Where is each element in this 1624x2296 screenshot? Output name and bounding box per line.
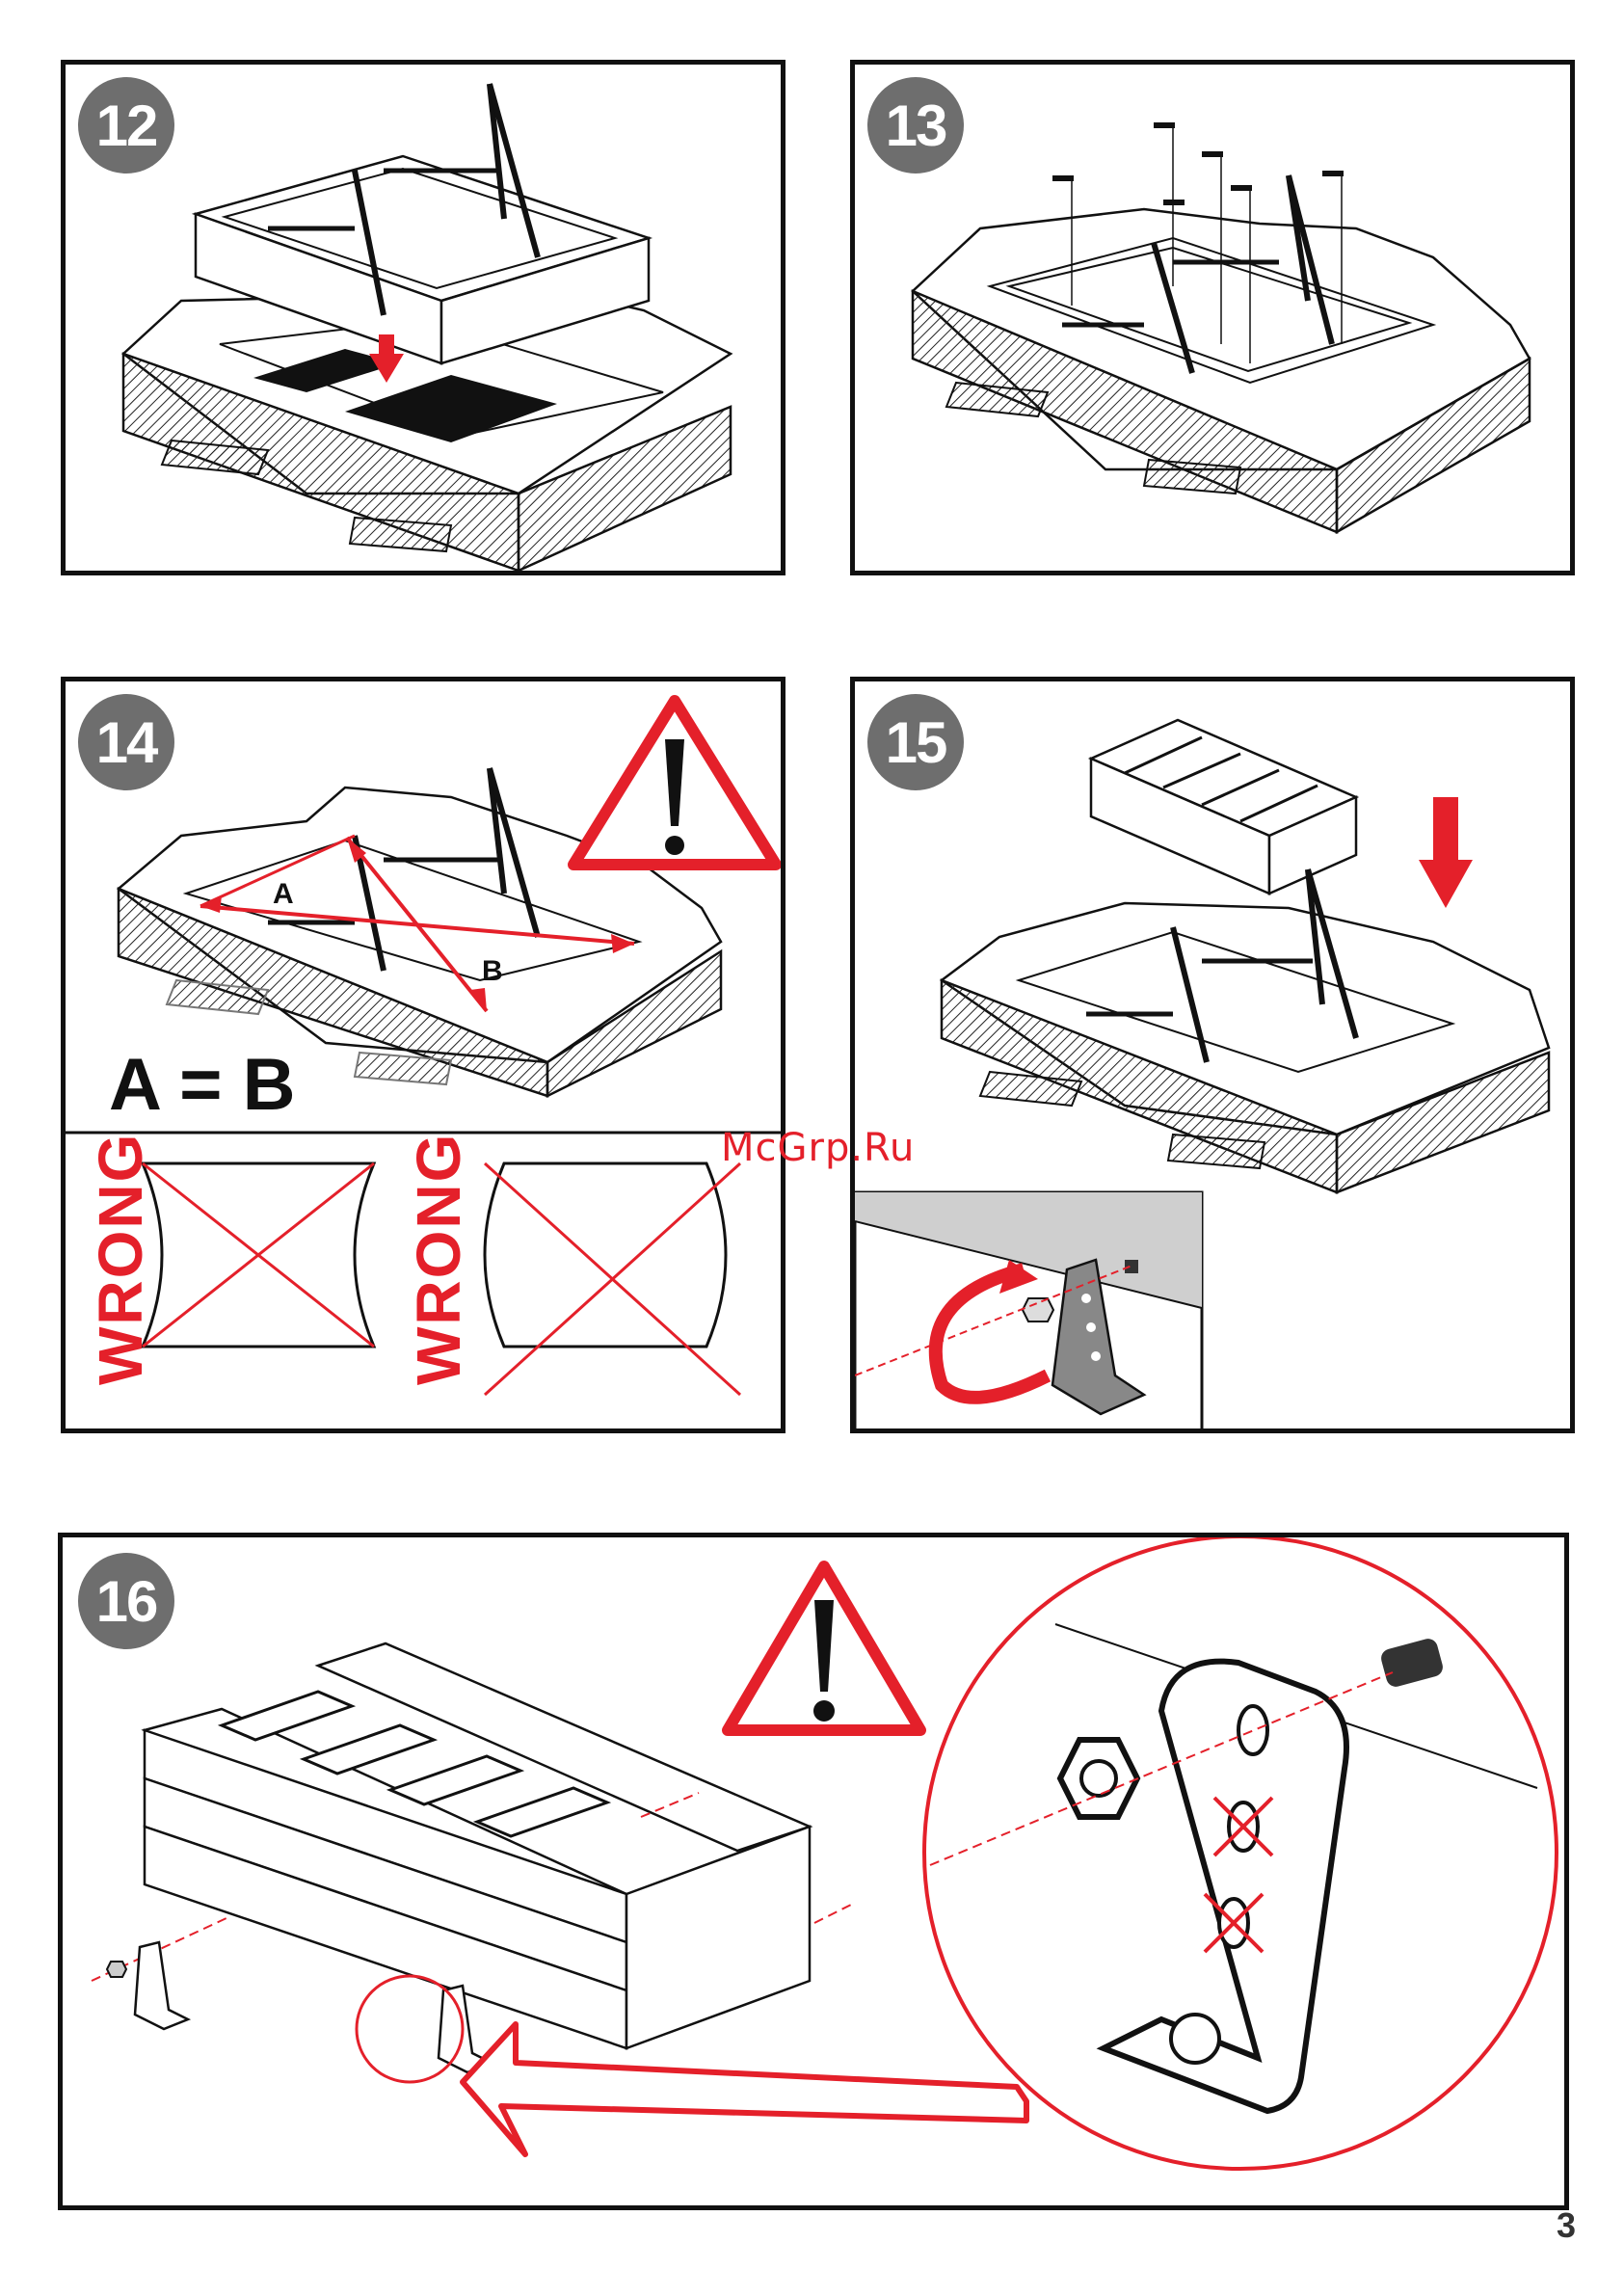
page-number: 3: [1557, 2205, 1576, 2246]
step-16-panel: 16: [58, 1533, 1569, 2210]
step-13-illustration: [855, 65, 1575, 575]
step-12-panel: 12: [61, 60, 785, 575]
step-16-illustration: [63, 1537, 1569, 2210]
step-15-panel: 15: [850, 677, 1575, 1433]
step-12-illustration: [66, 65, 785, 575]
step-14-panel: 14 A B: [61, 677, 785, 1433]
warning-triangle-icon: [728, 1566, 920, 1730]
wrong-label-2: WRONG: [403, 1133, 474, 1385]
label-a: A: [273, 878, 294, 910]
wrong-label-1: WRONG: [85, 1133, 156, 1385]
equation-a-equals-b: A = B: [109, 1043, 296, 1127]
label-b: B: [482, 955, 503, 987]
warning-triangle-icon: [573, 701, 776, 865]
watermark-text: McGrp.Ru: [721, 1126, 915, 1170]
step-15-illustration: [855, 681, 1575, 1433]
step-13-panel: 13: [850, 60, 1575, 575]
arrow-down-icon: [1419, 797, 1473, 908]
